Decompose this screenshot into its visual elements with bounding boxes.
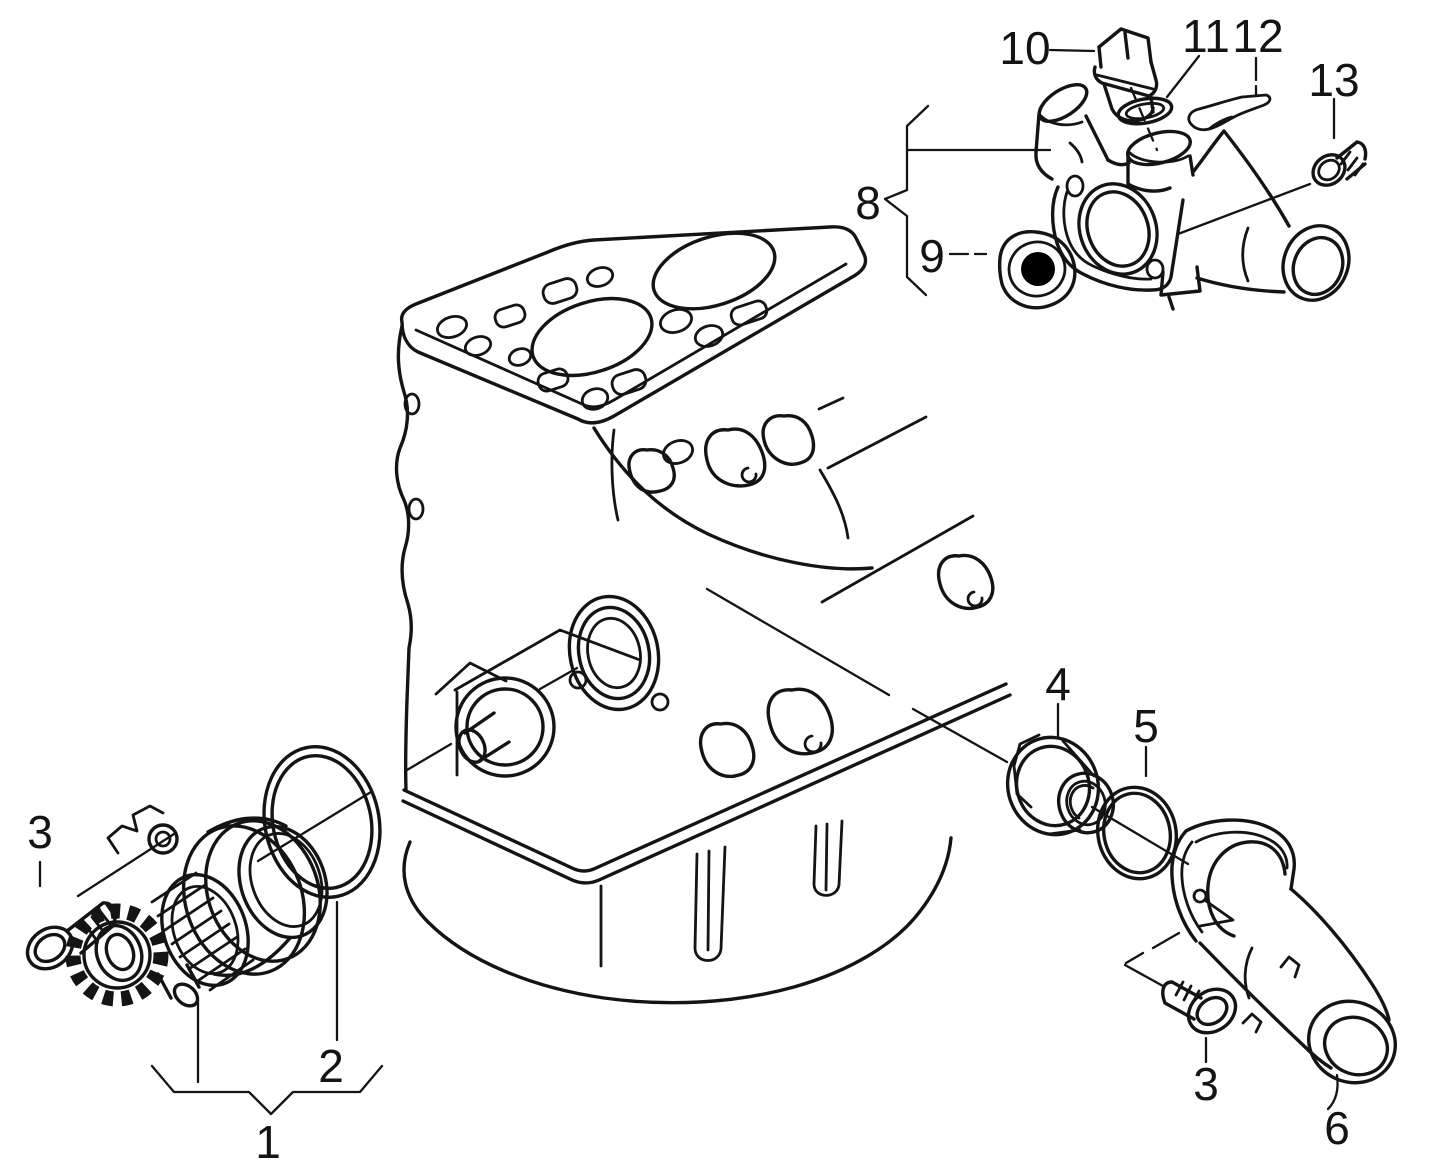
pump-sprocket-teeth [65,903,169,1007]
sensor-10 [1048,27,1159,152]
callout-9[interactable]: 9 [919,230,945,282]
callout-3-right[interactable]: 3 [1193,1058,1219,1110]
callout-6[interactable]: 6 [1324,1102,1350,1154]
callout-12[interactable]: 12 [1232,10,1283,62]
callout-13[interactable]: 13 [1308,54,1359,106]
callouts: 1 2 3 3 4 5 6 8 9 10 11 12 13 [27,10,1359,1168]
bracket-item-8 [883,104,930,297]
o-ring-11 [1116,54,1201,126]
callout-3-left[interactable]: 3 [27,806,53,858]
o-ring-5 [1095,745,1179,881]
bolt-3-right [1123,931,1238,1064]
o-ring-2 [262,745,382,1042]
gasket-9-highlight [1021,252,1055,286]
callout-2[interactable]: 2 [318,1040,344,1092]
callout-5[interactable]: 5 [1133,700,1159,752]
water-pump [65,804,329,1084]
engine-block [394,225,1012,1005]
gasket-9 [948,230,1077,310]
thermostat-housing-8 [883,82,1351,311]
bolt-3-left [25,860,118,971]
clip-12 [1187,56,1272,132]
callout-11[interactable]: 11 [1182,10,1230,62]
outlet-pipe-6 [1170,818,1398,1111]
thermostat-4 [1005,702,1116,837]
bolt-13 [1311,97,1368,187]
callout-1[interactable]: 1 [255,1116,281,1168]
callout-4[interactable]: 4 [1045,658,1071,710]
callout-8[interactable]: 8 [855,177,881,229]
bracket-item-1 [150,1064,384,1116]
callout-10[interactable]: 10 [999,22,1050,74]
